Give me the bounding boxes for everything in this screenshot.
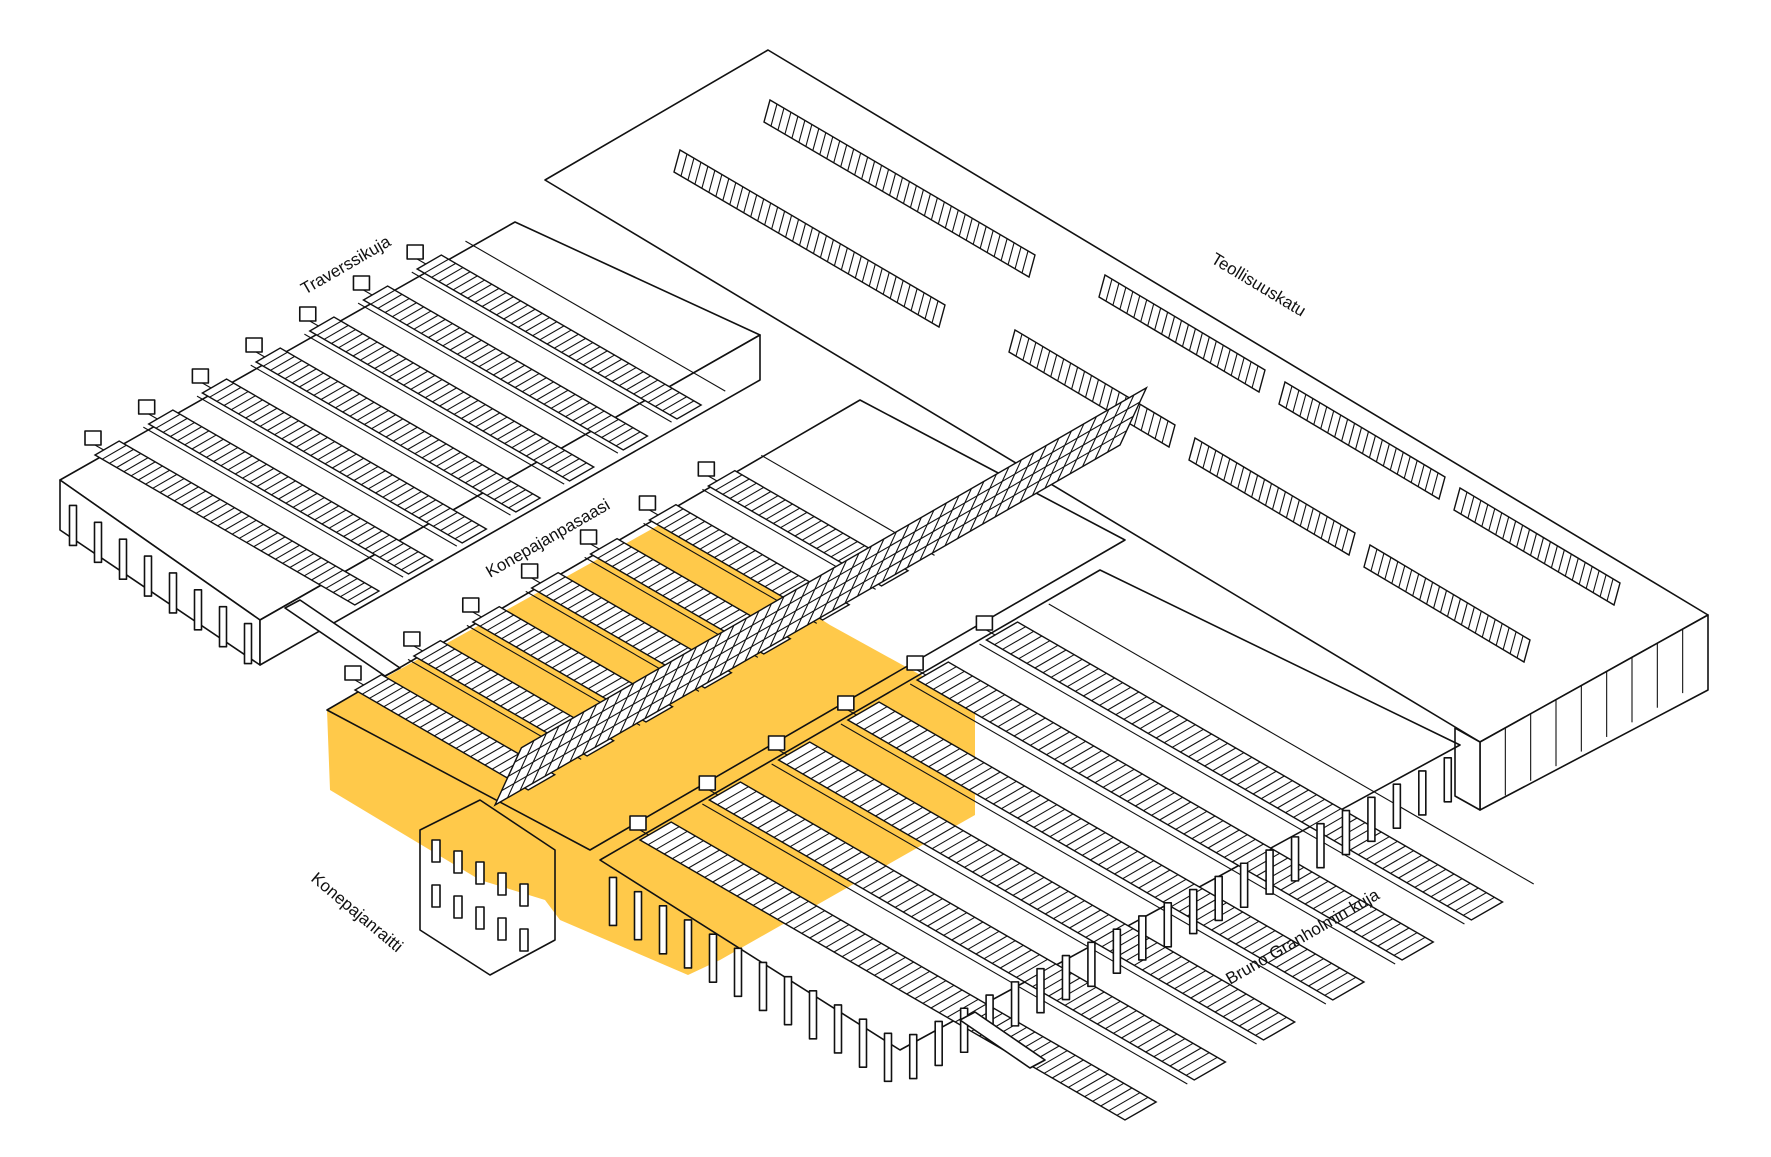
west-sawtooth-roof <box>298 302 619 482</box>
east-sawtooth-roof <box>698 763 1257 1081</box>
flat-skylight <box>1453 486 1621 607</box>
east-pilaster <box>1341 809 1351 856</box>
west-pilaster <box>68 504 78 547</box>
west-pilaster <box>118 538 128 580</box>
corner-window <box>497 917 507 941</box>
flat-skylight <box>763 98 1036 279</box>
east-pilaster <box>833 1004 843 1054</box>
east-pilaster <box>1214 875 1223 922</box>
west-pilaster <box>143 555 153 597</box>
east-pilaster <box>733 947 743 998</box>
east-pilaster <box>608 876 618 927</box>
corner-window <box>431 884 441 908</box>
west-pilaster <box>93 521 103 564</box>
corner-window <box>519 928 529 952</box>
east-pilaster <box>1265 849 1274 895</box>
east-pilaster <box>708 933 718 983</box>
middle-building <box>326 386 1148 851</box>
flat-skylight <box>1098 273 1266 394</box>
east-pilaster <box>959 1007 969 1054</box>
west-sawtooth-roof <box>137 395 458 575</box>
east-pilaster <box>1087 941 1096 988</box>
flat-skylight <box>1188 436 1356 557</box>
east-building <box>599 569 1534 1121</box>
corner-window <box>519 883 529 907</box>
corner-building <box>419 799 556 976</box>
east-sawtooth-roof <box>629 803 1188 1121</box>
east-sawtooth-roof <box>975 603 1534 921</box>
west-pilaster <box>168 572 178 614</box>
east-sawtooth-roof <box>837 683 1396 1001</box>
west-sawtooth-roof <box>352 271 672 451</box>
corner-window <box>475 906 485 930</box>
west-building <box>59 221 761 666</box>
west-pilaster <box>243 622 253 665</box>
corner-window <box>475 861 485 885</box>
flat-skylight <box>1278 380 1446 501</box>
corner-window <box>431 839 441 863</box>
east-pilaster <box>1036 967 1045 1014</box>
flat-skylight <box>1363 543 1531 664</box>
east-pilaster <box>858 1018 868 1068</box>
label-konepajanraitti: Konepajanraitti <box>307 869 406 956</box>
west-sawtooth-roof <box>406 240 726 420</box>
east-pilaster <box>1290 836 1300 882</box>
east-pilaster <box>1188 888 1198 935</box>
east-pilaster <box>658 905 668 955</box>
west-sawtooth-roof <box>245 333 565 513</box>
west-pilaster <box>218 605 228 648</box>
east-sawtooth-roof <box>906 643 1465 961</box>
east-pilaster <box>1443 756 1453 803</box>
east-pilaster <box>1163 901 1173 948</box>
flat-roof-skylights <box>673 98 1621 664</box>
east-pilaster <box>783 975 793 1026</box>
east-pilaster <box>1392 783 1402 829</box>
east-sawtooth-roof <box>767 723 1327 1041</box>
east-pilaster <box>883 1032 893 1083</box>
flat-skylight <box>673 148 946 329</box>
east-pilaster <box>1112 928 1122 974</box>
label-teollisuuskatu: Teollisuuskatu <box>1208 249 1309 320</box>
east-pilaster <box>1010 981 1020 1027</box>
east-pilaster <box>1138 915 1147 961</box>
east-pilaster <box>808 990 818 1040</box>
flat-skylight <box>1008 328 1176 449</box>
east-pilaster <box>1367 796 1376 843</box>
east-pilaster <box>683 919 693 969</box>
flat-roof-hall <box>544 49 1709 811</box>
corner-window <box>453 895 463 919</box>
east-pilaster <box>908 1033 918 1080</box>
west-sawtooth-roof <box>191 364 511 544</box>
west-sawtooth-roof <box>84 426 404 606</box>
east-pilaster <box>934 1020 943 1067</box>
east-pilaster <box>1061 954 1071 1001</box>
east-pilaster <box>1239 862 1249 909</box>
glass-bridge <box>493 386 1148 807</box>
passage-bridge-east <box>959 1011 1046 1069</box>
east-pilaster <box>1316 822 1325 869</box>
east-pilaster <box>1418 770 1427 816</box>
highlight-area <box>327 520 975 975</box>
east-pilaster <box>758 961 768 1012</box>
west-pilaster <box>193 589 203 631</box>
corner-window <box>497 872 507 896</box>
label-traverssikuja: Traverssikuja <box>298 232 395 299</box>
east-pilaster <box>633 890 643 941</box>
corner-window <box>453 850 463 874</box>
